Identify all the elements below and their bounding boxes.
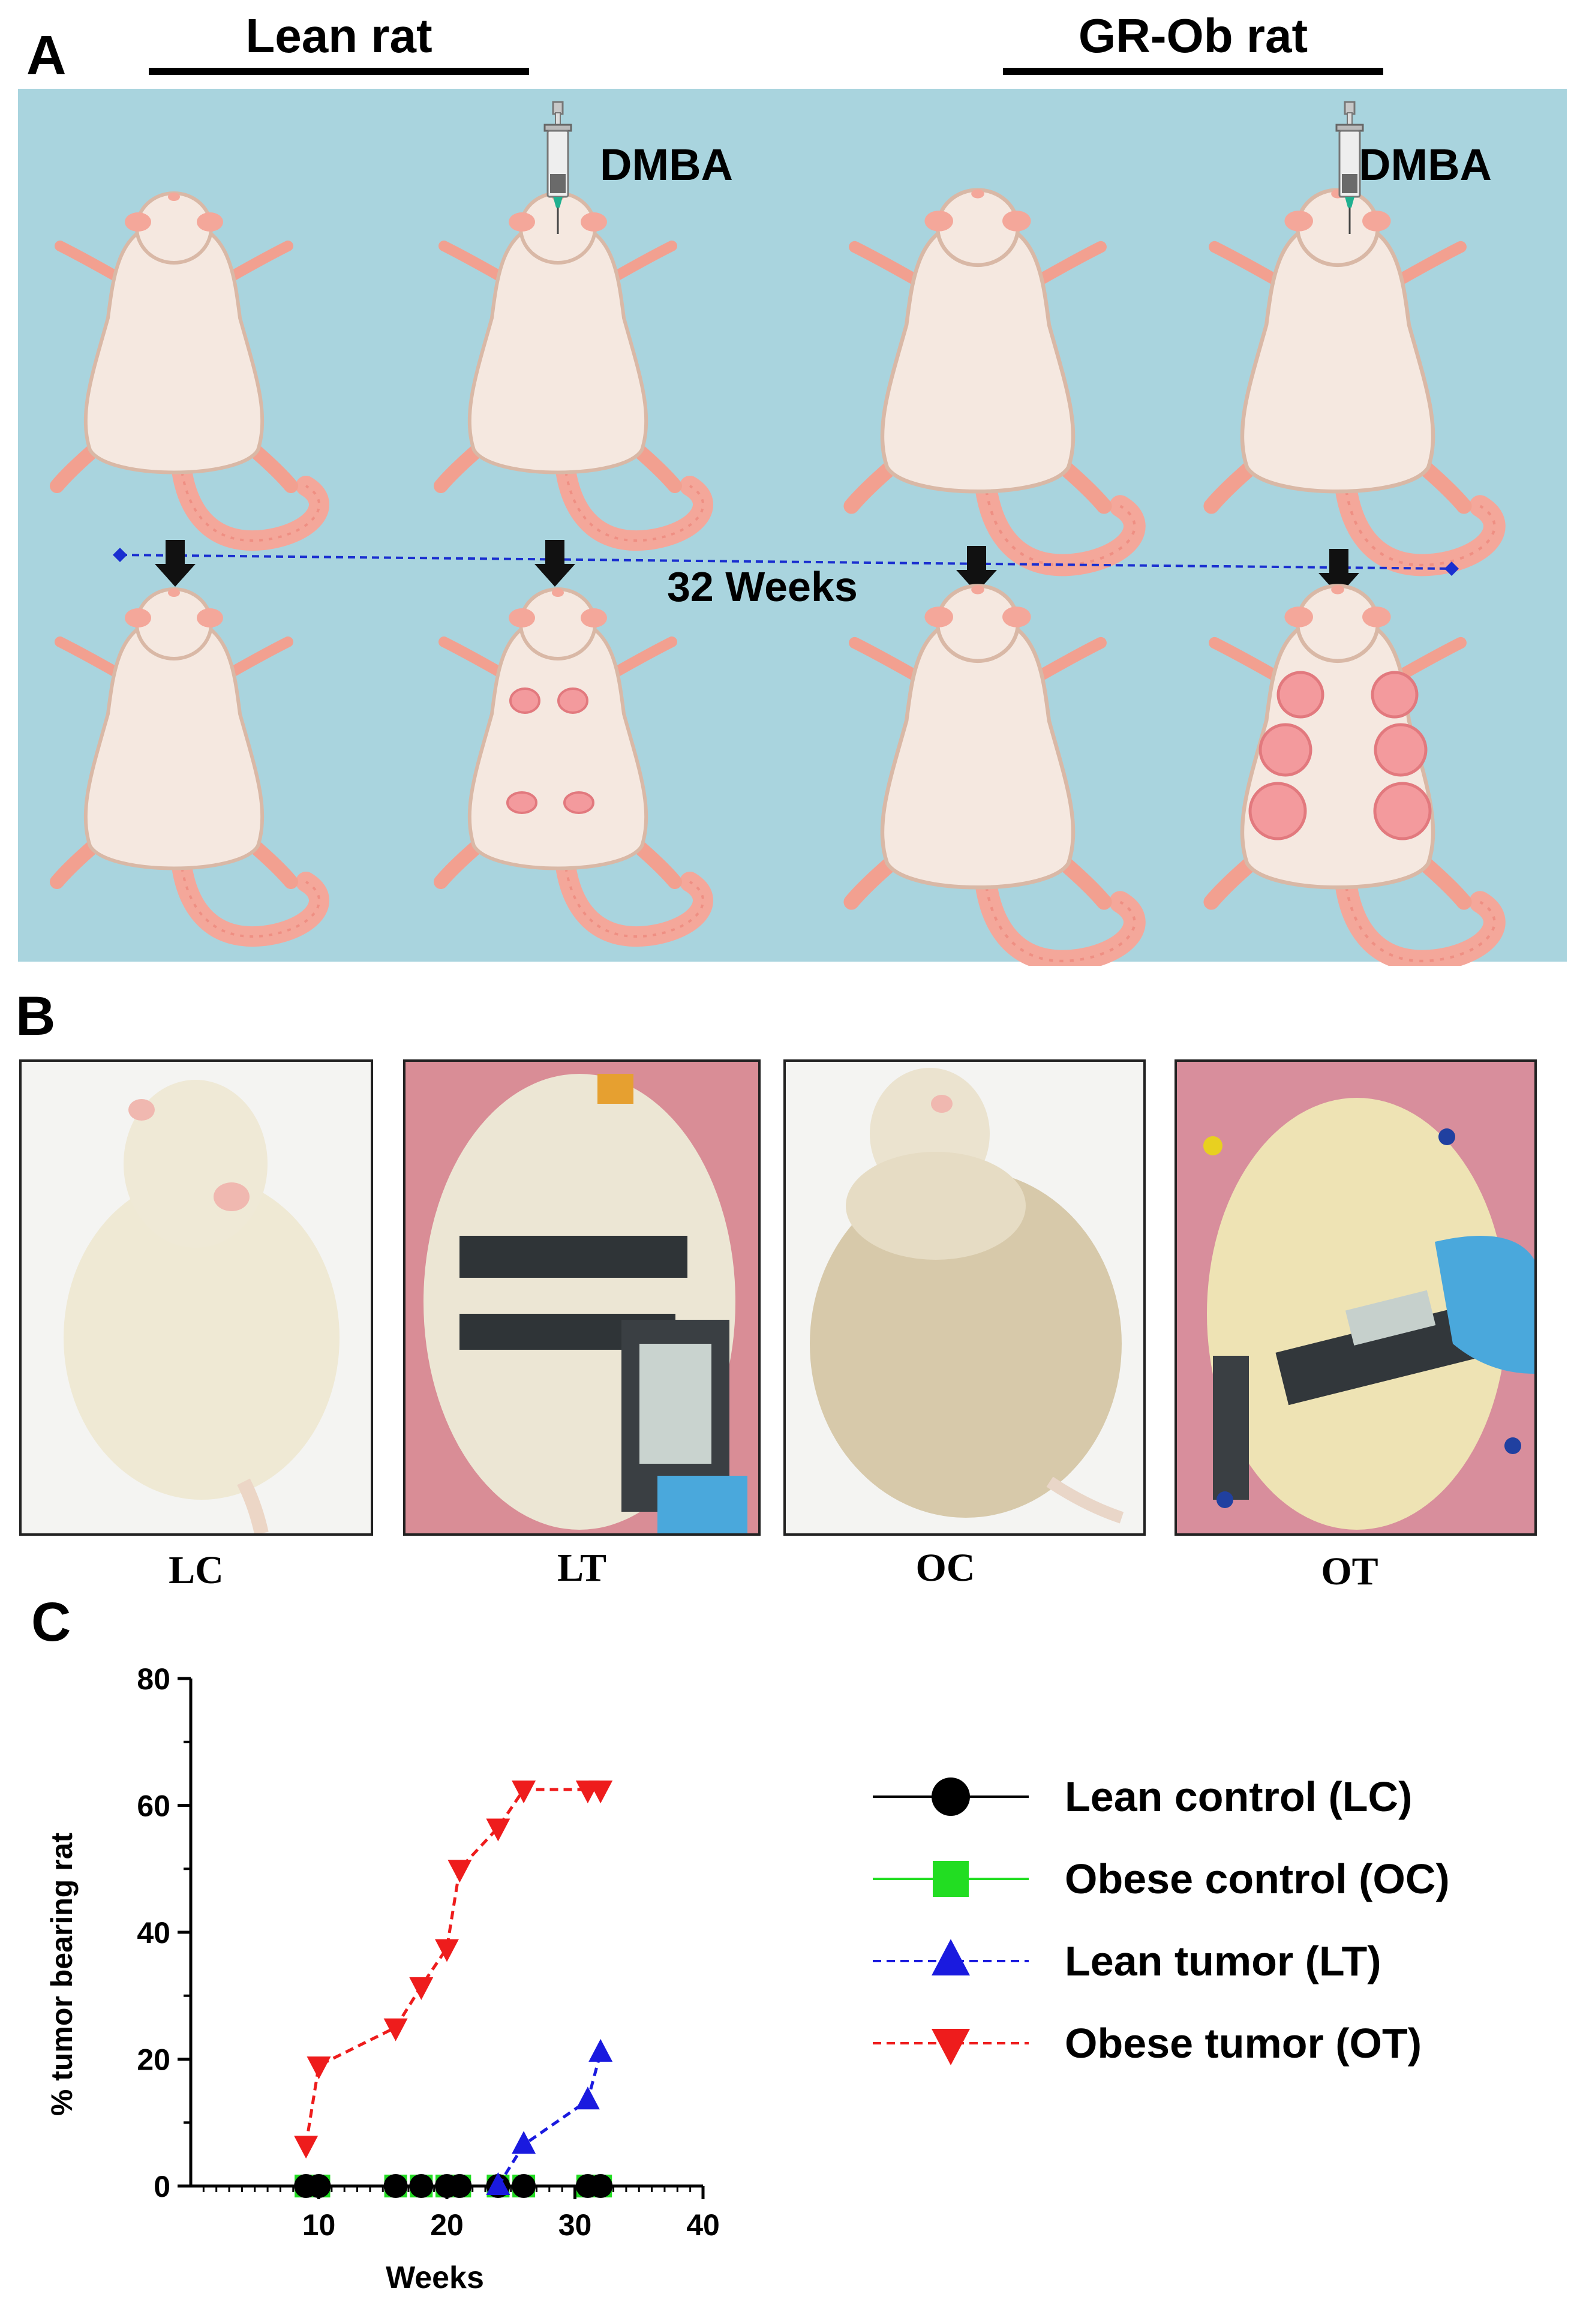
y-axis-label: % tumor bearing rat [45, 1833, 79, 2116]
data-point [486, 2172, 510, 2195]
rat-photo-oc-illustration [810, 1068, 1124, 1524]
treatment-schematic [0, 101, 1583, 966]
x-axis-label: Weeks [386, 2260, 484, 2295]
rat-lean-dmba-after [441, 588, 703, 936]
timeline-start-diamond [113, 548, 127, 562]
tumors-obese [1248, 671, 1432, 840]
duration-label: 32 Weeks [667, 563, 858, 610]
legend-label: Lean control (LC) [1065, 1773, 1412, 1820]
data-point [383, 2018, 408, 2041]
rat-obese-dmba-after [1211, 585, 1494, 960]
y-tick-label: 80 [137, 1662, 170, 1696]
data-point [933, 1861, 969, 1897]
data-point [932, 2029, 970, 2065]
tumors-lean [506, 687, 594, 814]
x-tick-label: 40 [686, 2208, 720, 2242]
dmba-label-obese: DMBA [1359, 140, 1492, 190]
chart-legend: Lean control (LC) Obese control (OC) Lean … [873, 1773, 1450, 2067]
group-title-lean: Lean rat [245, 9, 432, 62]
data-point [409, 1977, 434, 2000]
y-tick-label: 60 [137, 1789, 170, 1823]
y-tick-label: 0 [154, 2170, 170, 2203]
timeline-end-diamond [1444, 562, 1459, 576]
panel-b-letter: B [16, 986, 56, 1047]
data-point [435, 1939, 459, 1962]
data-point [447, 2174, 472, 2198]
panel-c-letter: C [31, 1592, 71, 1653]
legend-label: Obese control (OC) [1065, 1855, 1450, 1902]
rat-obese-control-before [851, 189, 1134, 565]
photo-oc [783, 1059, 1146, 1536]
rat-photo-ot-illustration [1203, 1098, 1534, 1530]
data-point [383, 2174, 408, 2198]
x-tick-label: 10 [302, 2208, 336, 2242]
photo-ot [1175, 1059, 1537, 1536]
data-point [512, 1780, 536, 1804]
series-line [497, 2052, 602, 2187]
data-point [294, 2136, 319, 2159]
group-title-obese: GR-Ob rat [1078, 9, 1308, 62]
rat-lean-dmba-before [441, 193, 703, 541]
rat-lean-control-before [57, 193, 319, 541]
data-point [588, 2174, 613, 2198]
data-point [409, 2174, 434, 2198]
y-tick-label: 20 [137, 2043, 170, 2077]
dmba-label-lean: DMBA [600, 140, 733, 190]
timeline-dashed-line [119, 554, 1452, 570]
data-point [307, 2174, 331, 2198]
data-point [512, 2131, 536, 2154]
group-bar-lean [149, 68, 529, 75]
photo-label-lc: LC [169, 1548, 224, 1592]
photo-label-oc: OC [915, 1546, 975, 1590]
data-point [932, 1777, 970, 1816]
data-point [588, 2038, 613, 2062]
rat-photo-lt-illustration [423, 1074, 747, 1533]
data-point [512, 2174, 536, 2198]
x-tick-label: 30 [558, 2208, 592, 2242]
x-tick-label: 20 [430, 2208, 464, 2242]
group-bar-obese [1003, 68, 1383, 75]
y-tick-label: 40 [137, 1916, 170, 1950]
rat-obese-dmba-before [1211, 189, 1494, 565]
data-point [575, 2086, 600, 2110]
rat-photo-lc-illustration [64, 1080, 340, 1533]
rat-lean-control-after [57, 588, 319, 936]
data-point [932, 1939, 970, 1975]
rat-obese-control-after [851, 585, 1134, 960]
down-arrow-icon [155, 540, 196, 587]
chart-series [294, 1780, 613, 2198]
legend-label: Lean tumor (LT) [1065, 1938, 1381, 1984]
photo-label-ot: OT [1321, 1550, 1378, 1593]
photo-lt [403, 1059, 761, 1536]
panel-a-letter: A [26, 25, 67, 86]
photo-lc [19, 1059, 373, 1536]
legend-label: Obese tumor (OT) [1065, 2020, 1422, 2067]
series-line [304, 1788, 601, 2145]
down-arrow-icon [534, 540, 575, 587]
photo-label-lt: LT [557, 1546, 606, 1590]
data-point [447, 1860, 472, 1883]
data-point [486, 1818, 510, 1842]
data-point [588, 1780, 613, 1804]
data-point [307, 2056, 331, 2080]
